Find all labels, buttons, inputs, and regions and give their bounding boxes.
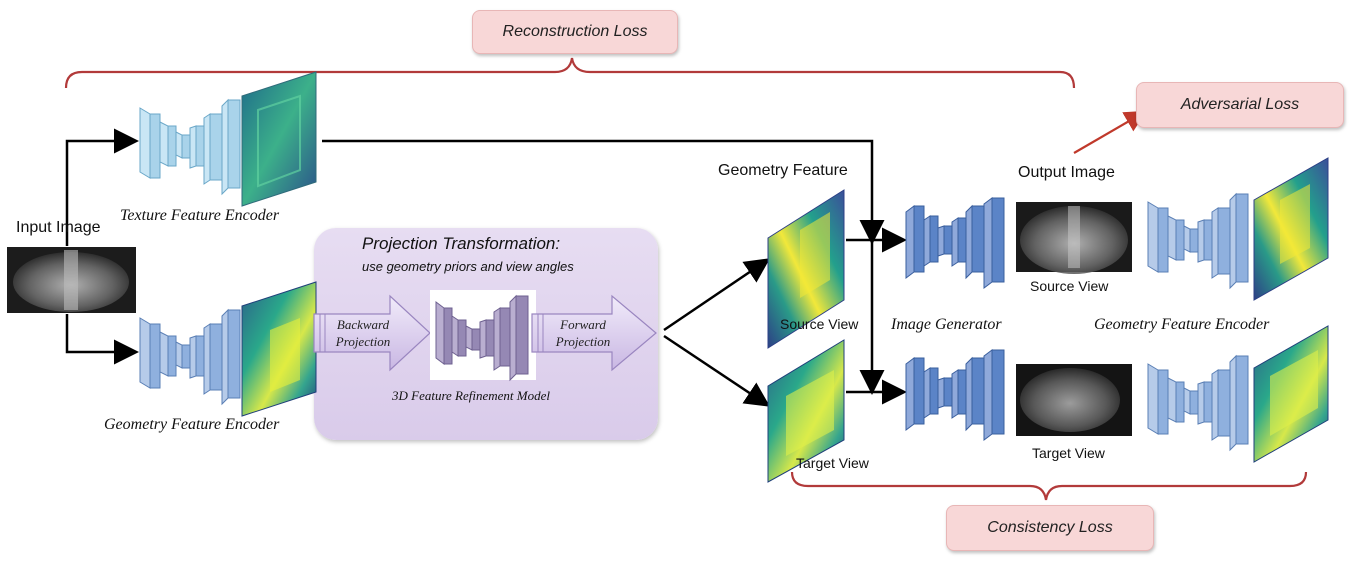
output-source-xray-image	[1016, 202, 1132, 274]
consistency-loss-label: Consistency Loss	[987, 519, 1113, 536]
forward-projection-arrow	[531, 294, 657, 372]
input-to-geometry-arrow	[65, 314, 139, 365]
image-generator-target-blocks	[905, 349, 1005, 441]
forward-projection-label: Forward Projection	[548, 316, 618, 350]
geometry-encoder-left-blocks	[139, 308, 241, 406]
consistency-loss-box: Consistency Loss	[946, 505, 1154, 551]
source-view-image-label: Source View	[1030, 278, 1109, 294]
texture-feature-map	[241, 71, 317, 207]
target-view-image-label: Target View	[1032, 445, 1105, 461]
reconstruction-brace	[64, 57, 1076, 89]
adversarial-loss-label: Adversarial Loss	[1180, 96, 1300, 113]
to-source-view-arrow	[663, 258, 771, 332]
forward-projection-line2: Projection	[555, 334, 611, 349]
input-xray-image	[7, 247, 136, 313]
texture-to-generator-line	[322, 139, 885, 245]
backward-projection-line1: Backward	[336, 317, 390, 332]
geometry-encoder-right-label: Geometry Feature Encoder	[1094, 316, 1270, 333]
output-image-label: Output Image	[1018, 164, 1115, 181]
texture-encoder-blocks	[139, 98, 241, 196]
reconstruction-loss-label: Reconstruction Loss	[502, 23, 648, 40]
backward-projection-arrow	[313, 294, 431, 372]
adversarial-arrow	[1073, 110, 1147, 154]
forward-projection-line1: Forward	[560, 317, 606, 332]
backward-projection-label: Backward Projection	[328, 316, 398, 350]
consistency-brace	[790, 471, 1308, 501]
reconstruction-loss-box: Reconstruction Loss	[472, 10, 678, 54]
refinement-model-blocks	[430, 290, 536, 382]
geometry-encoder-right-source-blocks	[1147, 192, 1249, 290]
target-view-feature-label: Target View	[796, 455, 869, 471]
refinement-model-label: 3D Feature Refinement Model	[392, 388, 550, 403]
texture-encoder-label: Texture Feature Encoder	[120, 207, 280, 224]
input-image-label: Input Image	[16, 219, 101, 236]
output-target-xray-image	[1016, 364, 1132, 436]
input-to-texture-arrow	[65, 128, 139, 246]
image-generator-label: Image Generator	[891, 316, 1002, 333]
projection-subtitle: use geometry priors and view angles	[362, 259, 574, 274]
image-generator-source-blocks	[905, 197, 1005, 289]
projection-title: Projection Transformation:	[362, 234, 561, 253]
geometry-encoder-left-label: Geometry Feature Encoder	[104, 416, 280, 433]
to-target-view-arrow	[663, 334, 771, 407]
backward-projection-line2: Projection	[335, 334, 391, 349]
geometry-encoder-right-target-blocks	[1147, 354, 1249, 452]
geometry-feature-label: Geometry Feature	[718, 162, 848, 179]
adversarial-loss-box: Adversarial Loss	[1136, 82, 1344, 128]
source-view-feature-label: Source View	[780, 316, 859, 332]
